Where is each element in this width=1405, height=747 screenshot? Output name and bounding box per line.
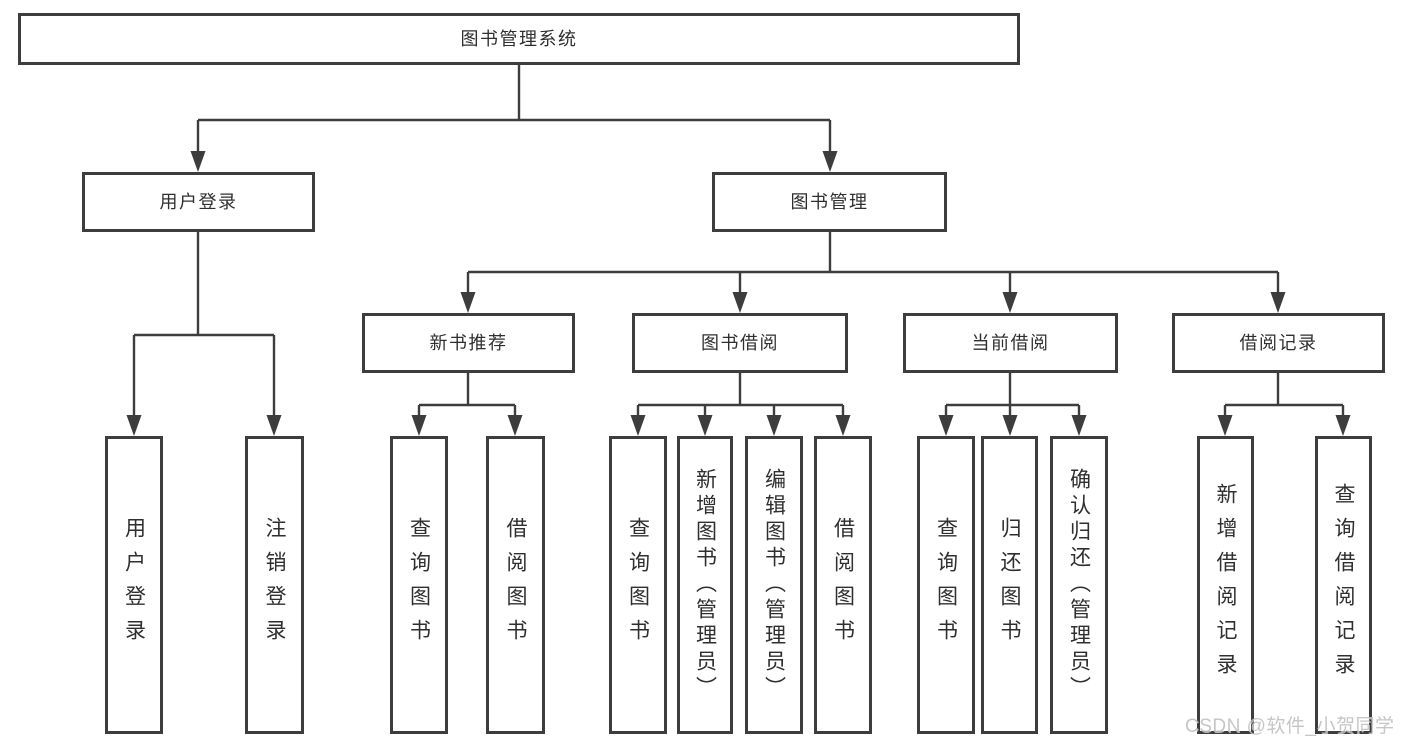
- node-label: 图书管理: [790, 192, 869, 212]
- node-label: 用户登录: [159, 192, 238, 212]
- node-book-management: 图书管理: [712, 172, 947, 232]
- leaf-label: 查询图书: [407, 517, 431, 653]
- csdn-watermark: CSDN @软件_小贺同学: [1185, 716, 1395, 737]
- leaf-edit-book-admin: 编辑图书（管理员）: [745, 436, 803, 734]
- node-new-book-recommend: 新书推荐: [362, 313, 575, 373]
- leaf-label: 查询借阅记录: [1332, 483, 1355, 687]
- leaf-label: 编辑图书（管理员）: [762, 468, 786, 702]
- leaf-return-book: 归还图书: [981, 436, 1038, 734]
- leaf-query-book: 查询图书: [917, 436, 975, 734]
- leaf-label: 归还图书: [998, 517, 1021, 653]
- node-label: 新书推荐: [429, 333, 508, 353]
- node-label: 图书管理系统: [460, 29, 578, 49]
- connector-root-to-level2: [190, 64, 838, 172]
- leaf-label: 借阅图书: [504, 517, 527, 653]
- connector-current-borrow-to-leaves: [938, 373, 1087, 436]
- leaf-label: 借阅图书: [831, 517, 855, 653]
- node-book-borrow: 图书借阅: [632, 313, 848, 373]
- leaf-label: 注销登录: [263, 517, 286, 653]
- leaf-add-book-admin: 新增图书（管理员）: [677, 436, 733, 734]
- leaf-borrow-book: 借阅图书: [486, 436, 545, 734]
- leaf-add-borrow-record: 新增借阅记录: [1197, 436, 1254, 734]
- leaf-query-book: 查询图书: [609, 436, 667, 734]
- leaf-label: 新增借阅记录: [1214, 483, 1237, 687]
- leaf-label: 查询图书: [934, 517, 958, 653]
- node-label: 当前借阅: [971, 333, 1050, 353]
- connector-user-login-to-leaves: [126, 232, 282, 436]
- leaf-logout: 注销登录: [245, 436, 304, 734]
- node-current-borrow: 当前借阅: [903, 313, 1118, 373]
- leaf-query-book: 查询图书: [390, 436, 448, 734]
- leaf-query-borrow-record: 查询借阅记录: [1315, 436, 1372, 734]
- leaf-user-login: 用户登录: [105, 436, 163, 734]
- leaf-label: 查询图书: [626, 517, 650, 653]
- leaf-label: 确认归还（管理员）: [1067, 468, 1091, 702]
- node-label: 借阅记录: [1239, 333, 1318, 353]
- leaf-borrow-book: 借阅图书: [814, 436, 872, 734]
- connector-book-borrow-to-leaves: [630, 373, 851, 436]
- leaf-confirm-return-admin: 确认归还（管理员）: [1050, 436, 1108, 734]
- node-user-login: 用户登录: [82, 172, 315, 232]
- connector-borrow-records-to-leaves: [1217, 373, 1351, 436]
- connector-new-book-to-leaves: [411, 373, 523, 436]
- node-label: 图书借阅: [701, 333, 779, 353]
- connector-book-management-to-level3: [460, 232, 1286, 313]
- node-borrow-records: 借阅记录: [1172, 313, 1385, 373]
- leaf-label: 新增图书（管理员）: [693, 468, 717, 702]
- node-library-management-system: 图书管理系统: [18, 13, 1020, 65]
- leaf-label: 用户登录: [122, 517, 146, 653]
